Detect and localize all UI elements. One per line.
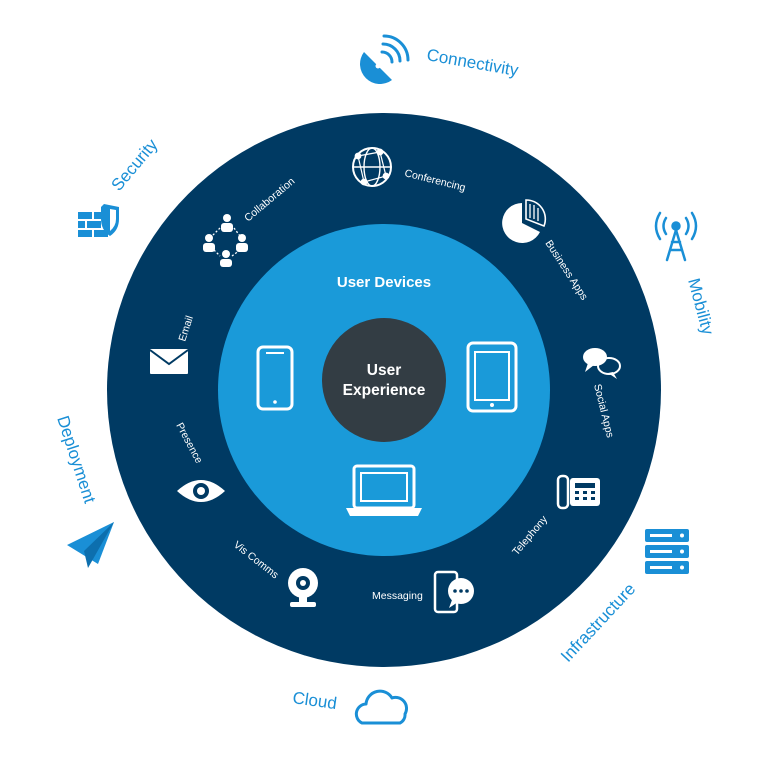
outer-label-connectivity: Connectivity xyxy=(425,45,520,80)
envelope-icon xyxy=(149,349,189,374)
firewall-shield-icon xyxy=(78,204,119,237)
center-title-line1: User xyxy=(367,362,401,379)
center-title-line2: Experience xyxy=(343,382,426,399)
desk-phone-icon xyxy=(556,474,600,510)
outer-item-connectivity: Connectivity xyxy=(360,34,520,84)
pie-chart-icon xyxy=(502,199,547,243)
server-rack-icon xyxy=(645,529,689,574)
mobile-message-icon xyxy=(433,570,474,614)
antenna-tower-icon xyxy=(654,211,698,262)
outer-label-security: Security xyxy=(108,135,162,195)
satellite-dish-icon xyxy=(360,34,410,84)
globe-network-icon xyxy=(352,147,392,187)
eye-icon xyxy=(177,480,225,502)
paper-plane-icon xyxy=(67,522,114,568)
webcam-icon xyxy=(288,568,318,607)
outer-item-mobility: Mobility xyxy=(654,211,718,337)
ring-label-messaging: Messaging xyxy=(372,590,423,602)
laptop-icon xyxy=(346,464,422,516)
outer-label-mobility: Mobility xyxy=(684,276,717,337)
outer-item-security: Security xyxy=(78,135,162,237)
collaboration-users-icon xyxy=(203,214,248,267)
outer-item-cloud: Cloud xyxy=(291,688,409,725)
ring-item-messaging: Messaging xyxy=(372,570,474,614)
cloud-icon xyxy=(354,689,409,725)
smartphone-icon xyxy=(256,345,294,411)
outer-label-cloud: Cloud xyxy=(291,688,338,713)
center-circle xyxy=(322,318,446,442)
user-devices-title: User Devices xyxy=(337,274,431,291)
outer-label-deployment: Deployment xyxy=(53,413,99,505)
tablet-icon xyxy=(466,341,518,413)
outer-item-deployment: Deployment xyxy=(53,413,114,568)
chat-bubbles-icon xyxy=(583,348,621,379)
